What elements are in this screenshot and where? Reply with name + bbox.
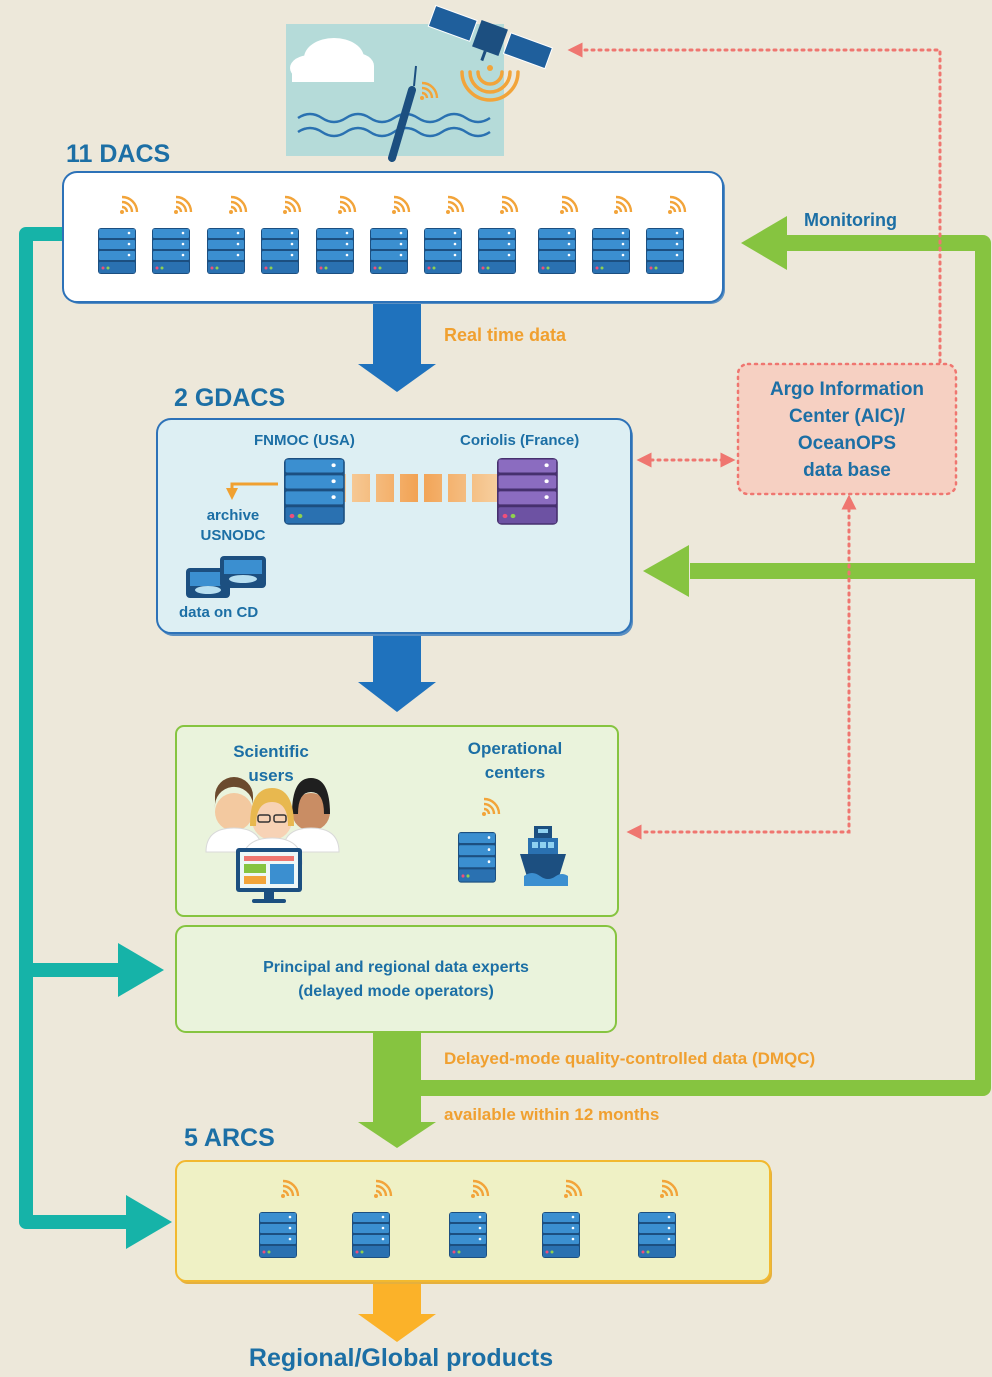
blue-arrow-realtime <box>358 304 436 392</box>
available-label: available within 12 months <box>444 1105 660 1124</box>
teal-flow-line <box>19 227 172 1249</box>
scientific-line2: users <box>248 766 294 785</box>
operational-line2: centers <box>484 763 546 782</box>
ship-icon <box>520 826 568 886</box>
monitor-icon <box>236 848 302 903</box>
aic-box <box>736 362 958 496</box>
orange-arrow-products <box>358 1284 436 1342</box>
beam-stripes <box>346 474 472 502</box>
dmqc-label: Delayed-mode quality-controlled data (DM… <box>444 1049 816 1068</box>
aic-line2: Center (AIC)/ <box>788 406 906 427</box>
monitoring-label: Monitoring <box>804 210 897 230</box>
users-box <box>175 725 619 917</box>
experts-box <box>175 925 617 1033</box>
dacs-heading: 11 DACS <box>66 140 171 168</box>
arcs-heading: 5 ARCS <box>184 1124 275 1152</box>
green-arrowhead-gdacs <box>643 545 689 597</box>
argo-float-icon <box>388 65 439 162</box>
archive-line2: USNODC <box>200 527 266 544</box>
experts-line1: Principal and regional data experts <box>263 959 529 976</box>
green-arrowhead-dacs <box>741 216 787 270</box>
aic-line4: data base <box>803 460 891 481</box>
gdacs-box <box>156 418 633 636</box>
archive-line1: archive <box>206 507 260 524</box>
fnmoc-server-icon <box>284 458 345 525</box>
teal-arrowhead-experts <box>118 943 164 997</box>
scientific-line1: Scientific <box>233 742 309 761</box>
arcs-box <box>175 1160 772 1284</box>
operational-line1: Operational <box>467 739 563 758</box>
satellite-icon <box>427 4 554 70</box>
satellite-signal-icon <box>460 65 520 102</box>
experts-label: Principal and regional data experts (del… <box>176 956 616 1004</box>
aic-line1: Argo Information <box>769 379 925 400</box>
aic-label: Argo Information Center (AIC)/ OceanOPS … <box>742 376 952 484</box>
products-label: Regional/Global products <box>248 1344 554 1372</box>
scientific-users-label: Scientific users <box>206 740 336 788</box>
gdacs-heading: 2 GDACS <box>174 384 286 412</box>
experts-line2: (delayed mode operators) <box>298 983 494 1000</box>
teal-arrowhead-arcs <box>126 1195 172 1249</box>
aic-line3: OceanOPS <box>797 433 897 454</box>
archive-label: archive USNODC <box>190 506 276 546</box>
aic-dotted-links <box>567 42 942 840</box>
green-arrowhead-arcs <box>358 1122 436 1148</box>
real-time-data-label: Real time data <box>444 325 567 345</box>
satellite-scene-illustration <box>286 4 554 162</box>
data-on-cd-label: data on CD <box>179 604 259 621</box>
cd-drive-icon <box>186 556 266 598</box>
dacs-box <box>62 171 725 304</box>
operational-centers-label: Operational centers <box>440 737 590 785</box>
fnmoc-label: FNMOC (USA) <box>254 432 355 449</box>
blue-arrow-to-users <box>358 636 436 712</box>
coriolis-server-icon <box>497 458 558 525</box>
coriolis-label: Coriolis (France) <box>460 432 580 449</box>
